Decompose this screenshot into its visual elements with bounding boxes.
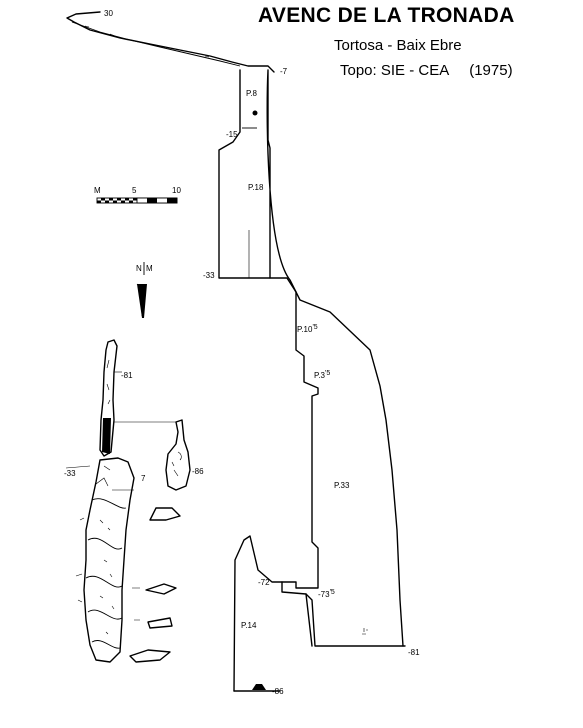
label-depth-73-main: -73 xyxy=(318,590,330,599)
label-pitch-p14: P.14 xyxy=(241,621,257,630)
label-pitch-p33: P.33 xyxy=(334,481,350,490)
survey-credit: Topo: SIE - CEA (1975) xyxy=(340,62,513,79)
label-pitch-p10: P.10'5 xyxy=(297,324,318,334)
north-arrow: N M xyxy=(136,262,153,318)
scale-bar: M 5 10 xyxy=(94,186,181,204)
label-pitch-p18: P.18 xyxy=(248,183,264,192)
plan-label-depth-7: 7 xyxy=(141,474,146,483)
cave-section: 30 -7 P.8 -15 P.18 -33 P.10'5 P.3'5 P.33… xyxy=(66,9,420,696)
map-title: AVENC DE LA TRONADA xyxy=(258,4,515,27)
label-pitch-p3: P.3'5 xyxy=(314,370,330,380)
label-depth-73: -73'5 xyxy=(318,589,335,599)
scale-end-label: 10 xyxy=(172,186,181,195)
label-depth-15: -15 xyxy=(226,130,238,139)
location-label: Tortosa - Baix Ebre xyxy=(334,37,462,54)
label-pitch-p3-main: P.3 xyxy=(314,371,326,380)
magnetic-label: M xyxy=(146,264,153,273)
label-top-depth: -7 xyxy=(280,67,288,76)
label-depth-86: -86 xyxy=(272,687,284,696)
label-pitch-p10-sup: '5 xyxy=(312,324,317,331)
label-depth-33: -33 xyxy=(203,271,215,280)
plan-label-depth-33: -33 xyxy=(64,469,76,478)
survey-year: (1975) xyxy=(469,62,513,79)
north-label: N xyxy=(136,264,142,273)
label-entrance-elevation: 30 xyxy=(104,9,113,18)
label-depth-81: -81 xyxy=(408,648,420,657)
scale-mid-label: 5 xyxy=(132,186,137,195)
plan-label-depth-81: -81 xyxy=(121,371,133,380)
credit-label: Topo: SIE - CEA xyxy=(340,62,450,79)
label-pitch-p3-sup: '5 xyxy=(325,370,330,377)
label-depth-73-sup: '5 xyxy=(330,589,335,596)
scale-start-label: M xyxy=(94,186,101,195)
label-pitch-p10-main: P.10 xyxy=(297,325,313,334)
label-pitch-p8: P.8 xyxy=(246,89,258,98)
cave-plan: -81 -33 7 -86 xyxy=(64,339,204,663)
plan-label-depth-86: -86 xyxy=(192,467,204,476)
label-depth-72: -72 xyxy=(258,578,270,587)
